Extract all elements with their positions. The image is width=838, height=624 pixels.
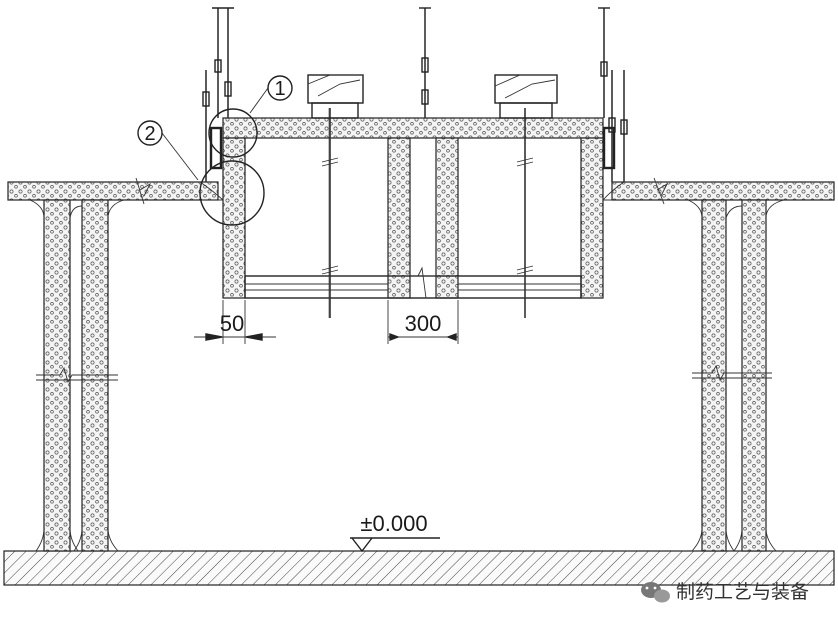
callout-1: 1 bbox=[249, 75, 293, 114]
air-outlet-left bbox=[307, 74, 364, 119]
box-center-wall-right bbox=[435, 137, 459, 299]
elevation-label: ±0.000 bbox=[360, 511, 427, 536]
detail-circle-1 bbox=[208, 108, 258, 158]
right-floor-slab bbox=[611, 181, 835, 201]
watermark-text: 制药工艺与装备 bbox=[676, 581, 809, 603]
hanger-rods bbox=[202, 7, 628, 182]
callout-2: 2 bbox=[137, 120, 199, 181]
box-center-wall-left bbox=[387, 137, 411, 299]
wechat-icon bbox=[641, 582, 670, 603]
ground-slab bbox=[3, 550, 835, 586]
dimension-300: 300 bbox=[387, 300, 459, 344]
callout-2-label: 2 bbox=[144, 123, 155, 145]
box-right-wall bbox=[580, 137, 604, 299]
callout-1-label: 1 bbox=[274, 78, 285, 100]
dimension-50-label: 50 bbox=[220, 311, 244, 336]
elevation-marker: ±0.000 bbox=[350, 511, 440, 553]
dimension-300-label: 300 bbox=[405, 311, 442, 336]
box-bottom-frame bbox=[244, 275, 582, 299]
left-column-inner bbox=[81, 199, 109, 552]
box-left-wall bbox=[222, 137, 246, 299]
left-floor-slab bbox=[7, 181, 219, 201]
dimension-50: 50 bbox=[194, 300, 276, 344]
ceiling-top-slab bbox=[222, 117, 604, 139]
air-outlet-right bbox=[494, 74, 558, 119]
right-column-inner bbox=[701, 199, 727, 552]
right-column-outer bbox=[741, 199, 767, 552]
detail-circle-2 bbox=[199, 160, 265, 226]
left-column-outer bbox=[43, 199, 71, 552]
watermark: 制药工艺与装备 bbox=[641, 581, 809, 603]
